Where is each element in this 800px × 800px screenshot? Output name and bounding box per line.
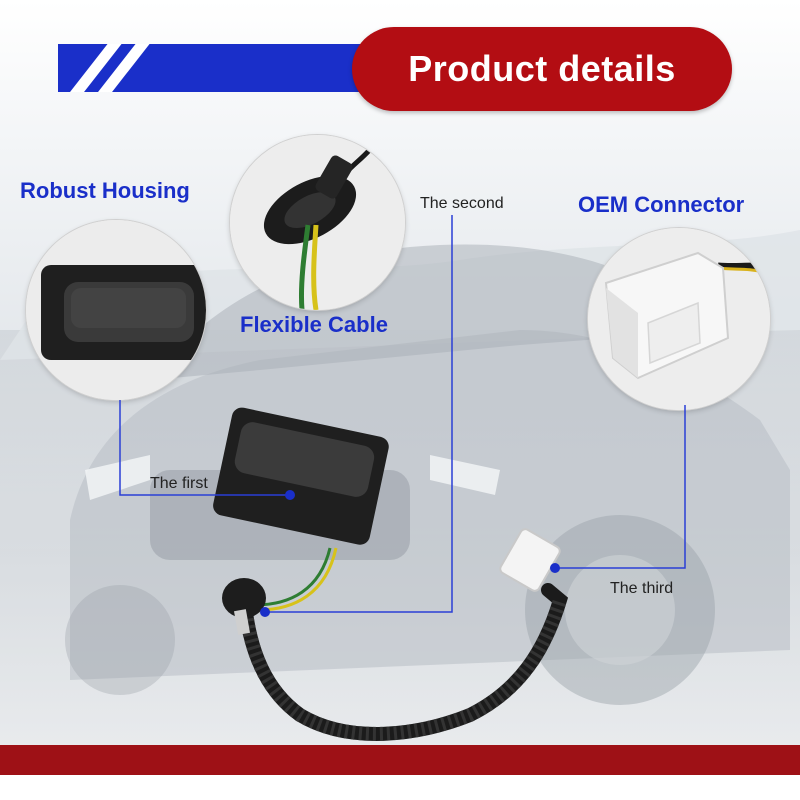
cable-closeup-circle: [230, 135, 405, 310]
feature-caption-second: The second: [420, 195, 504, 212]
white-connector-body: [499, 528, 561, 592]
feature-heading-cable: Flexible Cable: [240, 312, 388, 337]
switch-housing-icon: [26, 220, 206, 400]
callout-lines: [119, 215, 686, 613]
switch-housing-body: [213, 407, 389, 545]
banner-title: Product details: [408, 48, 676, 89]
callout-dot-icon: [550, 563, 560, 573]
footer-white-strip: [0, 775, 800, 800]
callout-dot-icon: [260, 607, 270, 617]
feature-caption-third: The third: [610, 580, 674, 597]
banner-title-pill: Product details: [352, 27, 732, 111]
cable-grommet-icon: [230, 135, 405, 310]
callout-dot-icon: [285, 490, 295, 500]
grommet-body: [222, 578, 266, 618]
housing-closeup-circle: [26, 220, 206, 400]
banner-stripe-bar: [58, 44, 388, 92]
feature-heading-housing: Robust Housing: [20, 178, 190, 203]
oem-connector-icon: [588, 228, 770, 410]
feature-caption-first: The first: [150, 475, 208, 492]
feature-heading-connector: OEM Connector: [578, 192, 745, 217]
connector-closeup-circle: [588, 228, 770, 410]
callout-dot-icons: [260, 490, 560, 617]
footer-red-band: [0, 745, 800, 775]
